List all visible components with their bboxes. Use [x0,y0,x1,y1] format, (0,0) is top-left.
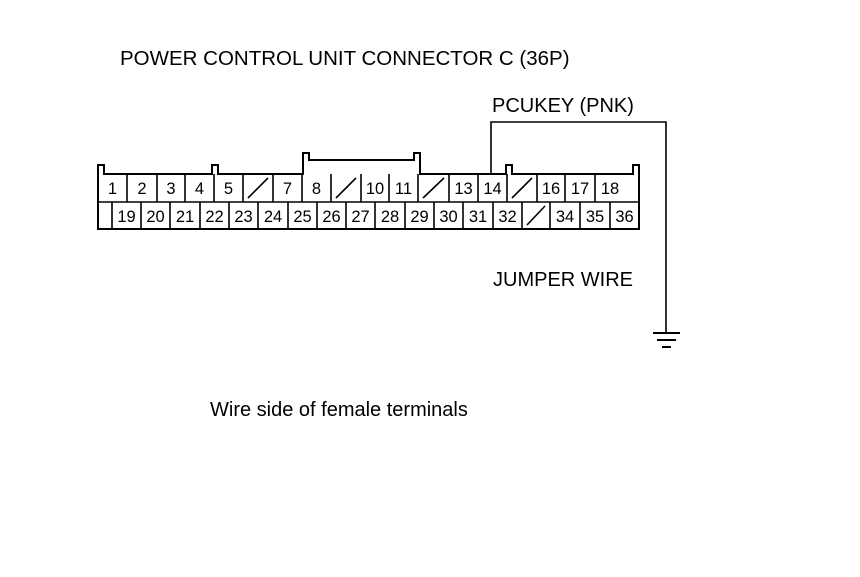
terminal-29: 29 [410,208,428,226]
terminal-23: 23 [234,208,252,226]
terminal-31: 31 [469,208,487,226]
terminal-4: 4 [195,180,204,198]
blank-cavity-slash [247,177,269,199]
terminal-21: 21 [176,208,194,226]
terminal-34: 34 [556,208,574,226]
diagram-title: POWER CONTROL UNIT CONNECTOR C (36P) [120,47,570,70]
terminal-28: 28 [381,208,399,226]
terminal-3: 3 [166,180,175,198]
terminal-36: 36 [615,208,633,226]
terminal-8: 8 [312,180,321,198]
jumper-wire-label: JUMPER WIRE [493,269,633,291]
connector-body [97,152,640,230]
terminal-22: 22 [205,208,223,226]
terminal-20: 20 [146,208,164,226]
terminal-10: 10 [366,180,384,198]
terminal-1: 1 [108,180,117,198]
wire-label: PCUKEY (PNK) [492,95,634,117]
terminal-32: 32 [498,208,516,226]
terminal-17: 17 [571,180,589,198]
terminal-26: 26 [322,208,340,226]
terminal-14: 14 [483,180,501,198]
terminal-11: 11 [395,180,412,198]
jumper-wire [490,121,667,332]
terminal-19: 19 [117,208,135,226]
terminal-27: 27 [351,208,369,226]
blank-cavity-slash [335,177,357,199]
terminal-30: 30 [439,208,457,226]
terminal-35: 35 [586,208,604,226]
terminal-25: 25 [293,208,311,226]
terminal-2: 2 [137,180,146,198]
connector-top-row: 1 2 3 4 5 7 8 10 11 13 14 16 17 18 [108,174,619,202]
connector-bottom-row: 19 20 21 22 23 24 25 26 27 28 29 30 31 32 34 35 36 [111,202,634,229]
blank-cavity-slash [526,205,546,226]
caption: Wire side of female terminals [210,399,468,421]
terminal-5: 5 [224,180,233,198]
terminal-18: 18 [601,180,619,198]
blank-cavity-slash [422,177,445,199]
terminal-16: 16 [542,180,560,198]
terminal-24: 24 [264,208,282,226]
terminal-7: 7 [283,180,292,198]
blank-cavity-slash [511,177,533,199]
ground-icon [653,332,680,348]
terminal-13: 13 [454,180,472,198]
